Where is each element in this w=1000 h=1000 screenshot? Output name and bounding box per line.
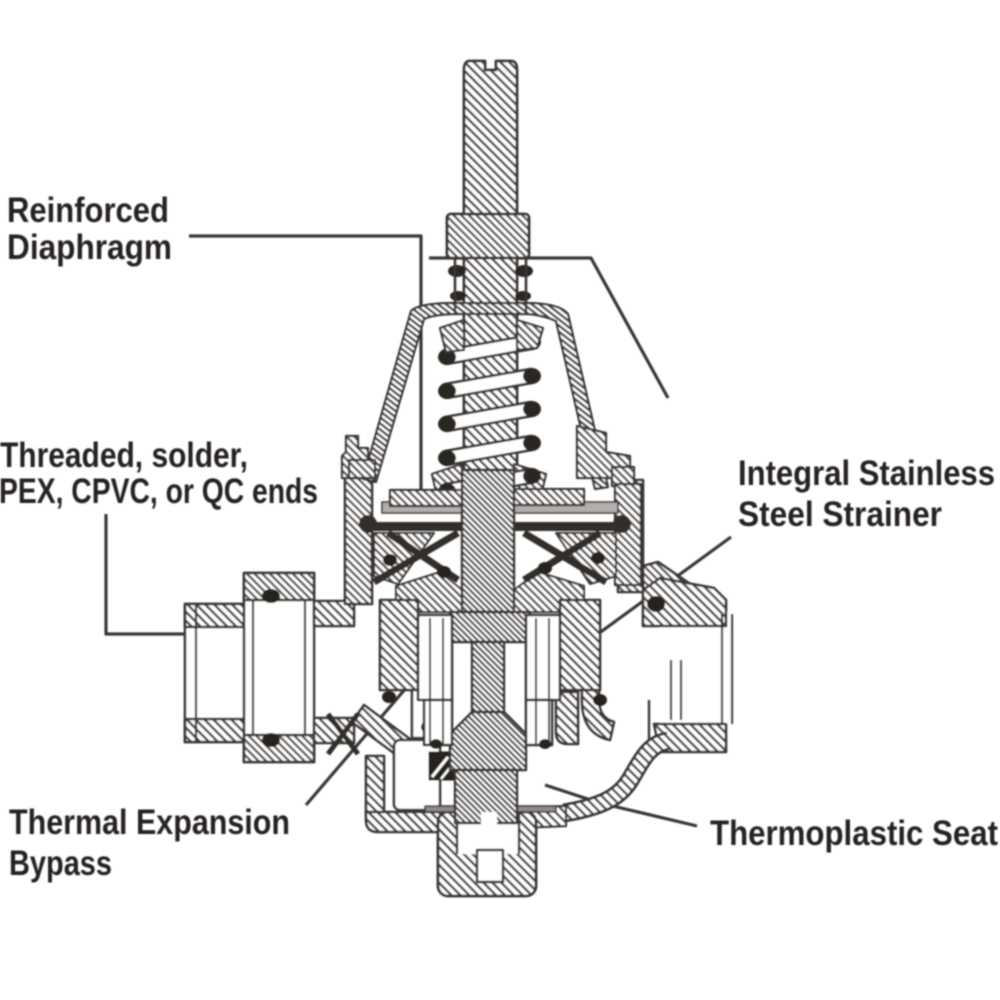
svg-text:Steel Strainer: Steel Strainer: [738, 495, 942, 534]
svg-text:PEX, CPVC, or QC ends: PEX, CPVC, or QC ends: [0, 472, 318, 511]
svg-text:Threaded, solder,: Threaded, solder,: [0, 436, 248, 475]
svg-text:Thermal Expansion: Thermal Expansion: [9, 803, 290, 842]
svg-text:Diaphragm: Diaphragm: [7, 228, 172, 267]
svg-text:Integral Stainless: Integral Stainless: [738, 454, 995, 493]
svg-text:Thermoplastic Seat: Thermoplastic Seat: [710, 814, 998, 853]
svg-text:Reinforced: Reinforced: [7, 191, 169, 230]
svg-text:Bypass: Bypass: [9, 844, 112, 883]
